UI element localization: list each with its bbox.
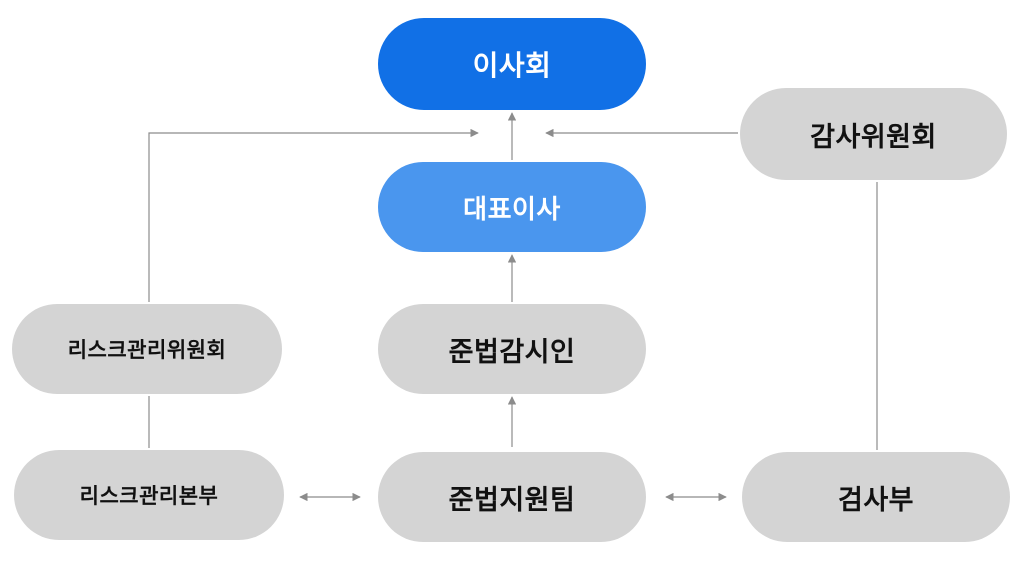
node-compliance-officer-label: 준법감시인 [448,336,576,368]
node-risk-hq: 리스크관리본부 [14,450,284,540]
node-inspection-dept-label: 검사부 [837,484,915,516]
node-compliance-team-label: 준법지원팀 [448,484,576,516]
node-ceo: 대표이사 [378,162,646,252]
node-inspection-dept: 검사부 [742,452,1010,542]
node-audit-committee-label: 감사위원회 [810,121,937,153]
edge-risk-committee-to-board [148,128,479,302]
node-risk-committee: 리스크관리위원회 [12,304,282,394]
node-audit-committee: 감사위원회 [740,88,1007,180]
node-ceo-label: 대표이사 [463,194,561,225]
node-risk-hq-label: 리스크관리본부 [79,484,219,508]
node-board-label: 이사회 [472,49,552,82]
node-risk-committee-label: 리스크관리위원회 [67,338,227,362]
node-compliance-officer: 준법감시인 [378,304,646,394]
node-compliance-team: 준법지원팀 [378,452,646,542]
node-board: 이사회 [378,18,646,110]
